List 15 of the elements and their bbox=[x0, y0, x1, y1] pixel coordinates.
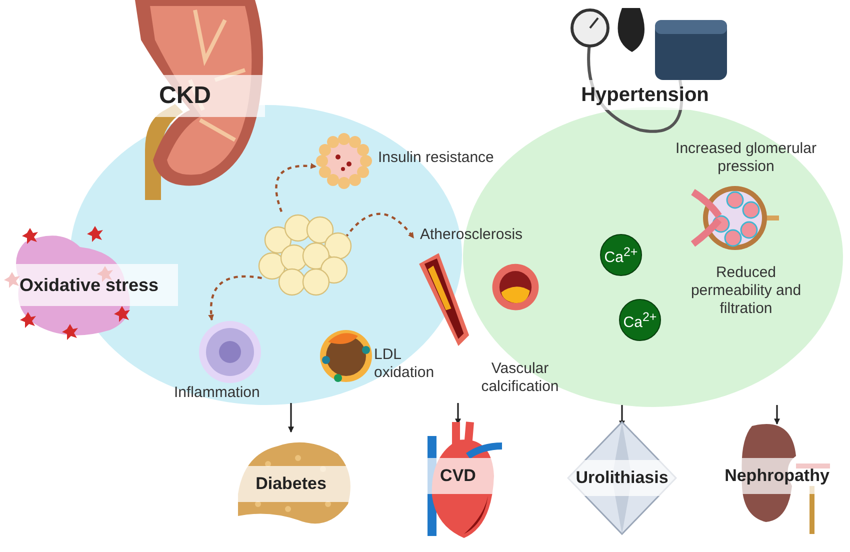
dashed-arrow bbox=[208, 275, 262, 321]
node-label: Insulin resistance bbox=[378, 149, 494, 167]
dashed-arrow bbox=[344, 212, 414, 239]
calcium-ion: Ca$^{2+}$ bbox=[600, 234, 642, 276]
node-label: LDL oxidation bbox=[374, 346, 436, 382]
node-label: Reduced permeability and filtration bbox=[690, 264, 802, 318]
arrow bbox=[774, 405, 780, 425]
node-label: Increased glomerular pression bbox=[674, 140, 818, 176]
calcium-ion: Ca$^{2+}$ bbox=[619, 299, 661, 341]
dashed-arrow bbox=[275, 163, 317, 212]
node-label: Inflammation bbox=[174, 384, 260, 402]
arrow bbox=[455, 403, 461, 425]
node-label: Vascular calcification bbox=[480, 360, 560, 396]
node-label: Atherosclerosis bbox=[420, 226, 523, 244]
arrow bbox=[288, 403, 294, 433]
